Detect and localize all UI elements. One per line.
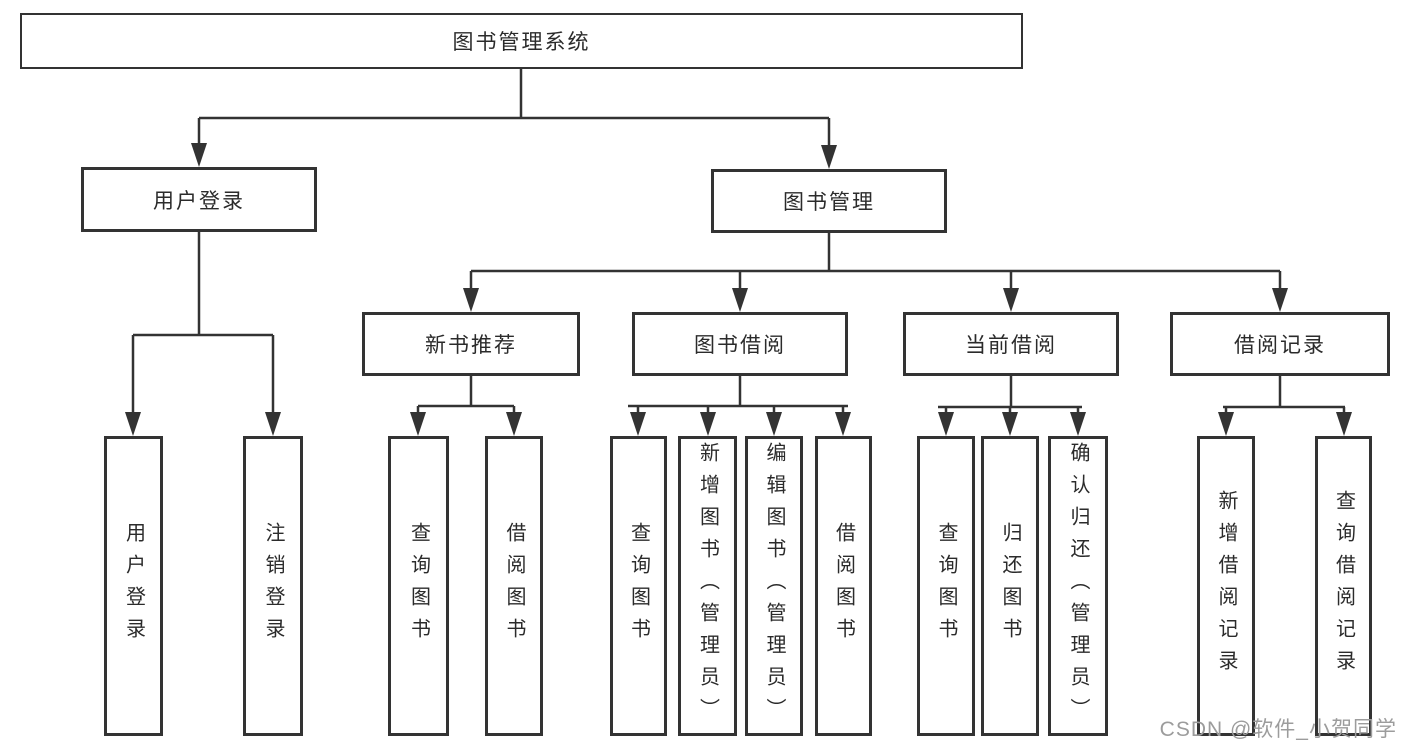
node-user-login-branch: 用户登录 [81,167,317,232]
node-label: 确认归还（管理员） [1067,442,1089,730]
node-label: 图书管理系统 [452,31,591,54]
node-new-book-recommend: 新书推荐 [362,312,580,376]
node-leaf-add-books-admin: 新增图书（管理员） [678,436,737,736]
node-label: 查询借阅记录 [1332,490,1355,682]
csdn-watermark: CSDN @软件_小贺同学 [1159,718,1397,741]
node-leaf-logout: 注销登录 [243,436,303,736]
node-leaf-query-books-recommend: 查询图书 [388,436,449,736]
node-leaf-add-borrow-record: 新增借阅记录 [1197,436,1255,736]
node-label: 图书借阅 [694,334,786,357]
node-leaf-query-books-borrow: 查询图书 [610,436,667,736]
connector-paths [131,69,1346,422]
node-leaf-edit-books-admin: 编辑图书（管理员） [745,436,803,736]
node-label: 用户登录 [153,189,245,213]
node-system-root: 图书管理系统 [20,13,1023,69]
node-label: 编辑图书（管理员） [763,442,785,730]
node-leaf-borrow-books: 借阅图书 [815,436,872,736]
node-label: 图书管理 [783,191,875,214]
node-label: 新增图书（管理员） [696,442,719,730]
node-leaf-confirm-return-admin: 确认归还（管理员） [1048,436,1108,736]
node-book-management-branch: 图书管理 [711,169,947,233]
arrowheads [125,143,1352,436]
node-leaf-query-books-current: 查询图书 [917,436,975,736]
node-label: 查询图书 [935,522,957,650]
node-label: 当前借阅 [965,334,1057,357]
node-label: 用户登录 [122,522,145,650]
node-label: 借阅图书 [832,522,855,650]
node-leaf-return-books: 归还图书 [981,436,1039,736]
node-borrow-records: 借阅记录 [1170,312,1390,376]
node-label: 查询图书 [627,522,650,650]
node-label: 查询图书 [407,522,430,650]
node-leaf-query-borrow-record: 查询借阅记录 [1315,436,1372,736]
node-label: 借阅记录 [1234,334,1326,357]
node-label: 借阅图书 [503,522,525,650]
node-current-borrow: 当前借阅 [903,312,1119,376]
node-leaf-borrow-books-recommend: 借阅图书 [485,436,543,736]
node-book-borrow: 图书借阅 [632,312,848,376]
node-leaf-user-login: 用户登录 [104,436,163,736]
node-label: 新书推荐 [425,334,517,357]
node-label: 注销登录 [262,522,284,650]
node-label: 新增借阅记录 [1215,490,1237,682]
node-label: 归还图书 [999,522,1021,650]
